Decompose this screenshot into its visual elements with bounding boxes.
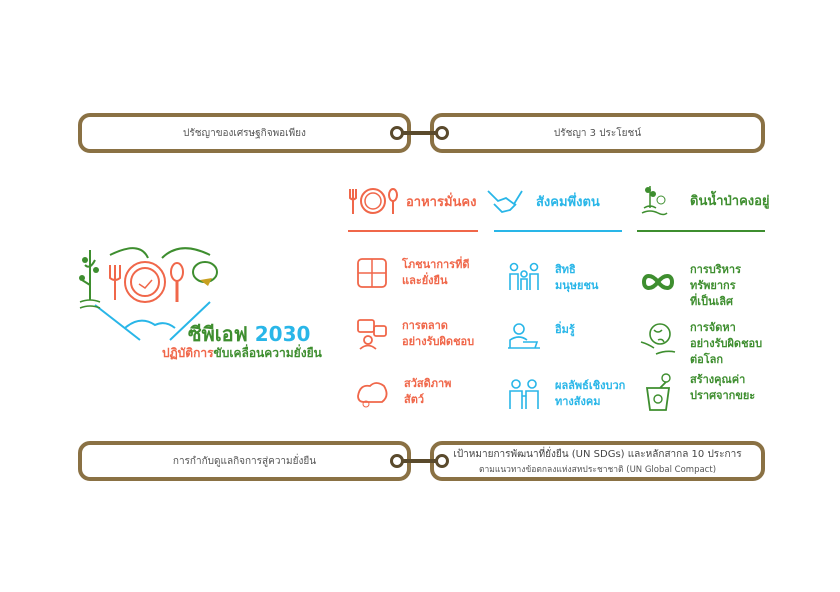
- item-learning: อิ่มรู้: [507, 322, 575, 350]
- logo-title: ซีพีเอฟ 2030: [188, 318, 310, 350]
- item-line: การบริหาร: [690, 263, 741, 276]
- logo-sub-green: ขับเคลื่อนความยั่งยืน: [213, 346, 322, 360]
- governance-box: การกำกับดูแลกิจการสู่ความยั่งยืน: [78, 441, 411, 481]
- plate-cutlery-icon: [349, 188, 398, 214]
- sufficiency-economy-box: ปรัชญาของเศรษฐกิจพอเพียง: [78, 113, 411, 153]
- item-line: อย่างรับผิดชอบ: [690, 337, 763, 350]
- item-line: สัตว์: [404, 393, 425, 406]
- sufficiency-economy-label: ปรัชญาของเศรษฐกิจพอเพียง: [183, 127, 306, 139]
- pillar-food-title: อาหารมั่นคง: [406, 194, 477, 210]
- logo-title-year: 2030: [254, 322, 311, 346]
- item-line: มนุษยชน: [555, 279, 599, 292]
- global-compact-label: ตามแนวทางข้อตกลงแห่งสหประชาชาติ (UN Glob…: [478, 464, 717, 475]
- item-line: อิ่มรู้: [555, 323, 575, 336]
- pillar-food-header: อาหารมั่นคง: [348, 186, 476, 216]
- pillar-society-title: สังคมพึ่งตน: [536, 194, 600, 210]
- heart-logo-icon: [79, 247, 218, 341]
- sdgs-label: เป้าหมายการพัฒนาที่ยั่งยืน (UN SDGs) และ…: [453, 448, 742, 460]
- item-line: สร้างคุณค่า: [690, 373, 746, 386]
- sdgs-box: เป้าหมายการพัฒนาที่ยั่งยืน (UN SDGs) และ…: [430, 441, 765, 481]
- learner-laptop-icon: [508, 323, 540, 349]
- connector-ring: [390, 454, 404, 468]
- item-responsible-sourcing: การจัดหาอย่างรับผิดชอบต่อโลก: [640, 320, 762, 368]
- tree-water-icon: [641, 186, 668, 216]
- item-human-rights: สิทธิมนุษยชน: [507, 262, 598, 294]
- animal-welfare-icon: [357, 382, 388, 408]
- item-line: ปราศจากขยะ: [690, 389, 756, 402]
- pillar-society-underline: [494, 230, 622, 232]
- nutrition-icon: [357, 258, 387, 288]
- logo-sub-orange: ปฏิบัติการ: [162, 346, 214, 360]
- item-line: สิทธิ: [555, 263, 576, 276]
- recycle-bin-icon: [645, 373, 671, 411]
- three-benefits-label: ปรัชญา 3 ประโยชน์: [553, 127, 642, 139]
- pillar-food-underline: [348, 230, 478, 232]
- connector-ring: [435, 126, 449, 140]
- people-icon: [509, 379, 539, 409]
- connector-bar: [400, 131, 440, 135]
- item-line: โภชนาการที่ดี: [402, 258, 470, 271]
- globe-hands-icon: [640, 323, 676, 355]
- connector-ring: [390, 126, 404, 140]
- item-animal-welfare: สวัสดิภาพสัตว์: [354, 376, 451, 408]
- connector-bar: [400, 459, 440, 463]
- item-nutrition: โภชนาการที่ดีและยั่งยืน: [356, 257, 469, 289]
- governance-label: การกำกับดูแลกิจการสู่ความยั่งยืน: [172, 455, 317, 467]
- pillar-society-header: สังคมพึ่งตน: [486, 186, 600, 216]
- item-line: การตลาด: [402, 319, 448, 332]
- logo-subtitle: ปฏิบัติการขับเคลื่อนความยั่งยืน: [162, 344, 322, 363]
- item-social-impact: ผลลัพธ์เชิงบวกทางสังคม: [507, 378, 625, 410]
- item-line: ที่เป็นเลิศ: [690, 295, 733, 308]
- infinity-icon: [641, 274, 675, 290]
- item-resource-excellence: การบริหารทรัพยากรที่เป็นเลิศ: [640, 262, 741, 310]
- handshake-icon: [487, 190, 523, 213]
- marketing-icon: [357, 319, 387, 350]
- item-line: ต่อโลก: [690, 353, 724, 366]
- three-benefits-box: ปรัชญา 3 ประโยชน์: [430, 113, 765, 153]
- family-icon: [509, 262, 539, 290]
- connector-ring: [435, 454, 449, 468]
- item-line: สวัสดิภาพ: [404, 377, 452, 390]
- item-line: และยั่งยืน: [402, 274, 448, 287]
- item-line: ทรัพยากร: [690, 279, 736, 292]
- pillar-env-header: ดินน้ำป่าคงอยู่: [640, 182, 770, 218]
- pillar-env-underline: [637, 230, 765, 232]
- item-line: การจัดหา: [690, 321, 736, 334]
- item-line: ผลลัพธ์เชิงบวก: [555, 379, 626, 392]
- logo-title-th: ซีพีเอฟ: [188, 322, 248, 346]
- item-zero-waste: สร้างคุณค่าปราศจากขยะ: [644, 372, 755, 412]
- item-responsible-marketing: การตลาดอย่างรับผิดชอบ: [356, 318, 474, 350]
- pillar-env-title: ดินน้ำป่าคงอยู่: [690, 193, 770, 209]
- item-line: อย่างรับผิดชอบ: [402, 335, 475, 348]
- item-line: ทางสังคม: [555, 395, 601, 408]
